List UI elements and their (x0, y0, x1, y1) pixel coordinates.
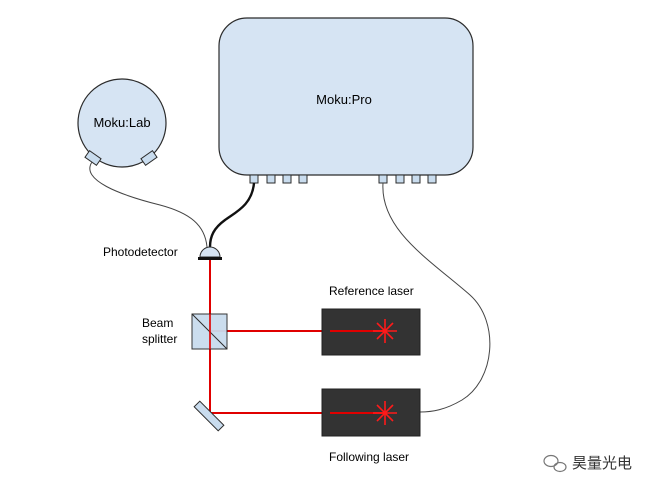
moku-pro-port (298, 174, 308, 184)
cable-moku-pro-to-following-laser (382, 182, 491, 413)
moku-pro-port (395, 174, 405, 184)
moku-lab-port (84, 150, 102, 166)
moku-lab-label: Moku:Lab (93, 115, 150, 130)
cable-moku-pro-to-photodetector (208, 182, 256, 248)
reference-laser-label: Reference laser (329, 284, 414, 298)
beam-splitter-label-line1: Beam (142, 316, 173, 330)
moku-pro-port (411, 174, 421, 184)
beam-splitter-label-line2: splitter (142, 332, 177, 346)
moku-pro-port (282, 174, 292, 184)
moku-pro-device: Moku:Pro (218, 17, 474, 184)
reference-laser (321, 308, 421, 356)
laser-burst-icon (373, 401, 397, 425)
moku-pro-port (378, 174, 388, 184)
moku-pro-port (427, 174, 437, 184)
moku-pro-port (266, 174, 276, 184)
photodetector-label: Photodetector (103, 245, 178, 259)
moku-lab-port (140, 150, 158, 166)
moku-pro-port (249, 174, 259, 184)
watermark: 昊量光电 (543, 454, 632, 473)
laser-burst-icon (373, 319, 397, 343)
moku-pro-label: Moku:Pro (316, 92, 372, 107)
beam-splitter (191, 313, 228, 350)
moku-lab-device: Moku:Lab (77, 78, 167, 168)
following-laser (321, 388, 421, 437)
watermark-text: 昊量光电 (572, 454, 632, 472)
following-laser-label: Following laser (329, 450, 409, 464)
cable-moku-lab-to-photodetector (89, 161, 208, 248)
wechat-icon (543, 454, 567, 473)
mirror (193, 400, 225, 432)
photodetector (198, 246, 222, 260)
